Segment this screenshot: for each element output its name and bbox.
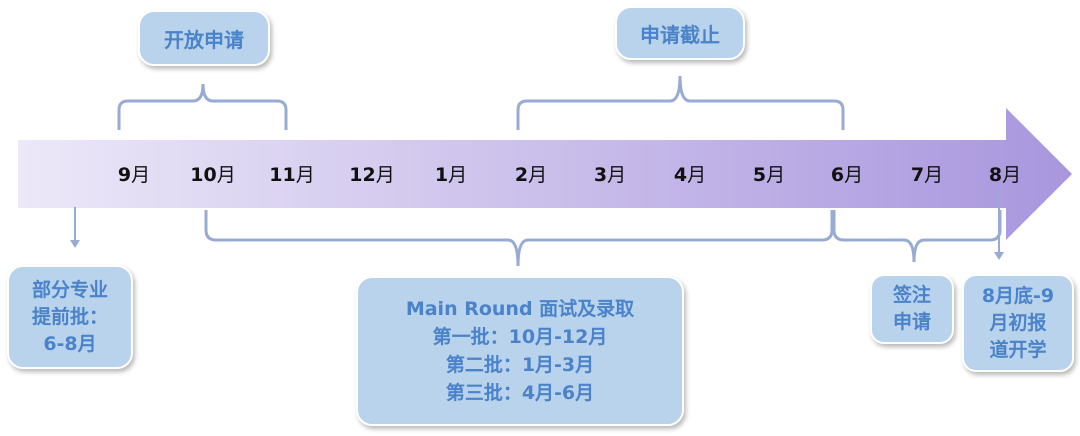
month-label: 12月 [349, 164, 395, 186]
confirm-application-line: 申请 [892, 311, 931, 333]
confirm-application-line: 签注 [892, 284, 931, 306]
school-start-line: 月初报 [989, 311, 1047, 334]
main-round-title: Main Round 面试及录取 [405, 298, 635, 320]
bracket-open-application [117, 83, 288, 130]
bracket-application-deadline [516, 75, 845, 130]
month-label: 7月 [910, 164, 944, 186]
month-label: 8月 [988, 164, 1022, 186]
month-label: 6月 [830, 164, 864, 186]
main-round-box: Main Round 面试及录取 第一批：10月-12月 第二批：1月-3月 第… [356, 276, 684, 426]
month-label: 3月 [593, 164, 627, 186]
month-label: 10月 [190, 164, 236, 186]
main-round-line: 第二批：1月-3月 [445, 354, 595, 376]
bracket-confirm-application [832, 210, 1002, 263]
open-application-label: 开放申请 [164, 27, 244, 52]
month-label: 5月 [752, 164, 786, 186]
school-start-line: 道开学 [989, 338, 1047, 361]
main-round-line: 第三批：4月-6月 [445, 382, 595, 404]
month-label: 11月 [269, 164, 315, 186]
school-start-line: 8月底-9 [981, 284, 1055, 307]
pointer-early-batch-head [70, 240, 80, 248]
pointer-school-start-head [994, 252, 1004, 260]
early-batch-line: 6-8月 [43, 332, 97, 355]
early-batch-box: 部分专业 提前批： 6-8月 [7, 265, 133, 369]
early-batch-line: 部分专业 [31, 278, 108, 301]
month-label: 2月 [514, 164, 548, 186]
open-application-box: 开放申请 [138, 10, 270, 66]
main-round-line: 第一批：10月-12月 [432, 326, 608, 348]
month-label: 4月 [673, 164, 707, 186]
school-start-box: 8月底-9 月初报 道开学 [962, 274, 1074, 372]
timeline-arrow [18, 108, 1072, 240]
month-label: 1月 [434, 164, 468, 186]
month-label: 9月 [117, 164, 151, 186]
early-batch-line: 提前批： [31, 305, 108, 328]
application-deadline-box: 申请截止 [615, 6, 745, 60]
confirm-application-box: 签注 申请 [870, 274, 954, 344]
bracket-main-round [204, 210, 834, 267]
application-deadline-label: 申请截止 [640, 22, 720, 47]
